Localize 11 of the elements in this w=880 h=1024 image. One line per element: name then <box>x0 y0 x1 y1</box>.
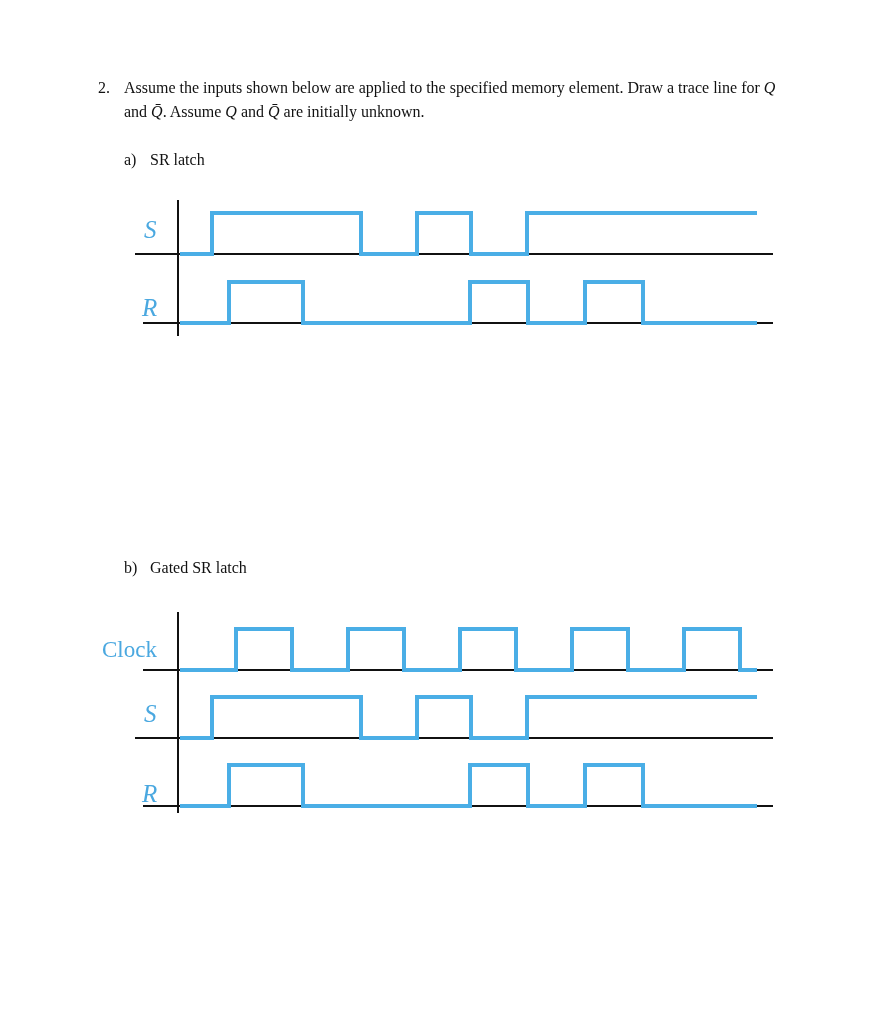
part-title: SR latch <box>150 150 205 170</box>
part-letter: a) <box>124 150 137 171</box>
signal-name: S <box>144 700 157 728</box>
signal-name: S <box>144 216 157 244</box>
signal-name: Clock <box>102 636 157 664</box>
question-number: 2. <box>98 78 110 98</box>
part-title: Gated SR latch <box>150 558 247 578</box>
signal-name: R <box>142 780 158 808</box>
question-text: Assume the inputs shown below are applied to the specified memory element. Draw a trace line for Q and Q̄. Assume Q and Q̄ are initially unknown. <box>124 78 777 123</box>
part-letter: b) <box>124 558 138 579</box>
signal-name: R <box>142 294 158 322</box>
